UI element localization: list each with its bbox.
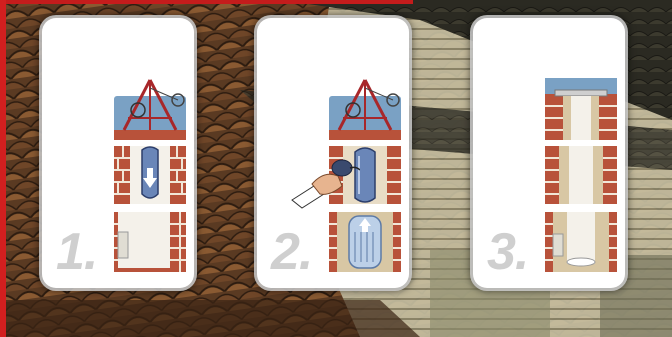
cap-top-icon [545,78,617,140]
step-card-3: 3. [473,18,625,288]
liner-filling-icon [329,212,401,272]
red-accent-edge [0,0,6,337]
step-number: 2. [271,223,313,281]
tripod-winch-icon [329,78,401,140]
hand-pump-icon [290,150,361,210]
red-accent-top [6,0,413,4]
step-card-2: 2. [257,18,409,288]
step-card-1: 1. [42,18,194,288]
empty-flue-icon [114,212,186,272]
liner-tube-down-icon [114,146,186,204]
step-number: 3. [487,223,529,281]
finished-liner-icon [545,146,617,204]
tripod-winch-icon [114,78,186,140]
step-number: 1. [56,223,98,281]
finished-flue-base-icon [545,212,617,272]
